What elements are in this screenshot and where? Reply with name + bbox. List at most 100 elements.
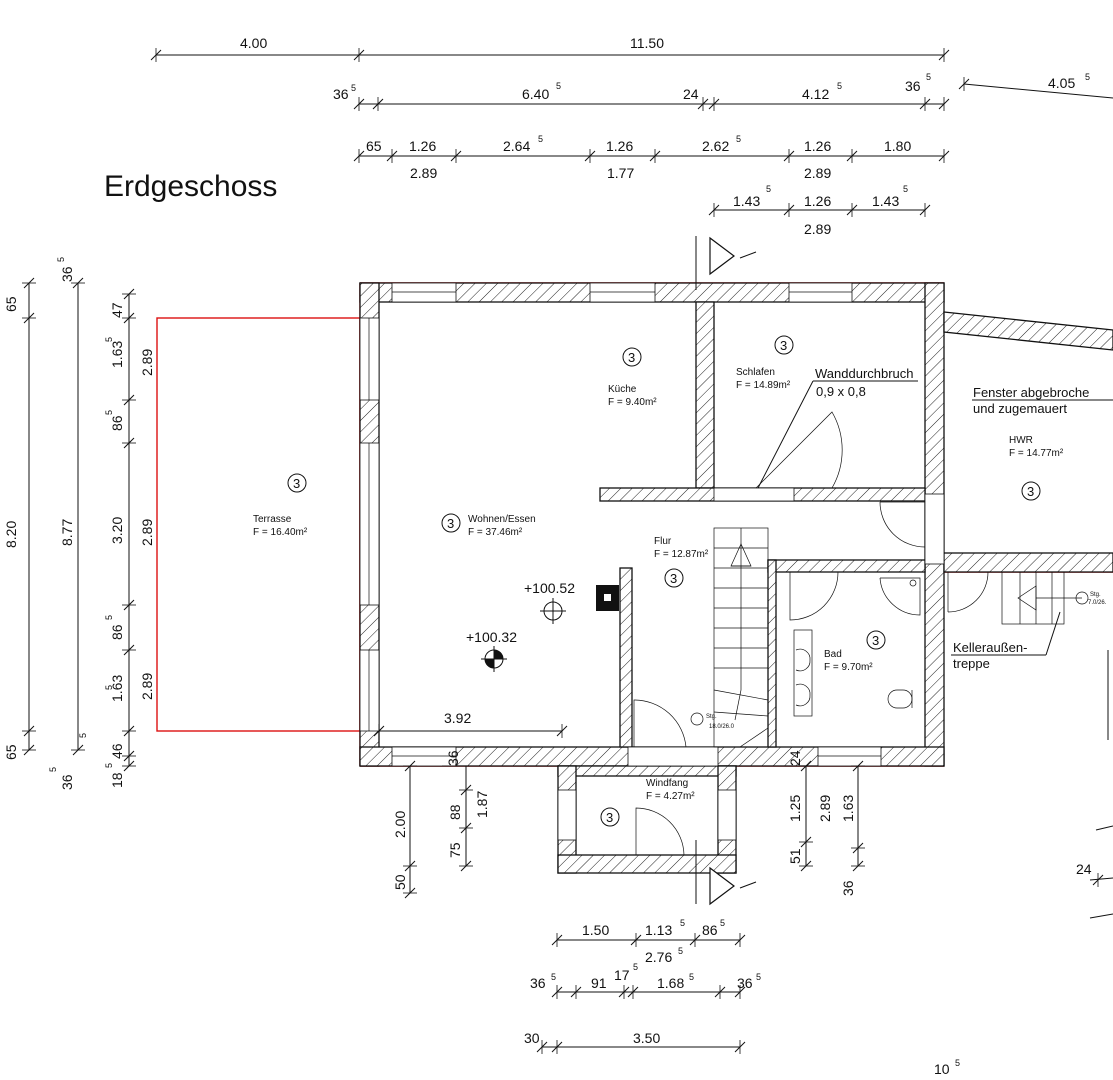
svg-text:Wanddurchbruch: Wanddurchbruch [815,366,914,381]
svg-text:2.89: 2.89 [139,673,155,700]
staircase [690,527,1089,748]
svg-text:5: 5 [678,946,683,956]
svg-text:18.0/26.0: 18.0/26.0 [709,724,735,730]
bath-fixtures [793,577,921,717]
room-schlafen: Schlafen F = 14.89m² [736,367,791,391]
svg-text:1.26: 1.26 [804,138,831,154]
dimension-columns-left: 65 8.20 65 36 8.77 36 47 1.63 86 3.20 86… [3,257,158,790]
svg-text:47: 47 [109,302,125,318]
svg-text:1.26: 1.26 [606,138,633,154]
svg-text:5: 5 [104,763,114,768]
svg-text:30: 30 [524,1030,540,1046]
svg-text:17: 17 [614,967,630,983]
svg-text:Stg.: Stg. [706,714,717,720]
svg-text:1.43: 1.43 [733,193,760,209]
svg-text:1.50: 1.50 [582,922,609,938]
svg-text:65: 65 [366,138,382,154]
svg-text:1.13: 1.13 [645,922,672,938]
svg-text:88: 88 [447,804,463,820]
svg-text:18: 18 [109,772,125,788]
level-marker-upper: +100.52 [524,580,575,624]
room-windfang: Windfang F = 4.27m² [646,778,695,802]
svg-text:1.80: 1.80 [884,138,911,154]
svg-text:F = 12.87m²: F = 12.87m² [654,549,709,560]
svg-text:Windfang: Windfang [646,778,688,789]
svg-text:5: 5 [736,134,741,144]
doors [633,411,989,856]
svg-text:6.40: 6.40 [522,86,549,102]
svg-text:Flur: Flur [654,536,672,547]
svg-text:5: 5 [78,733,88,738]
svg-text:1.63: 1.63 [109,675,125,702]
room-kueche: Küche F = 9.40m² [608,384,657,408]
svg-text:Terrasse: Terrasse [253,514,292,525]
svg-text:5: 5 [556,81,561,91]
svg-text:Kelleraußen-: Kelleraußen- [953,640,1027,655]
svg-text:5: 5 [351,83,356,93]
dimension-inner: 3.92 [373,710,568,739]
svg-text:+100.52: +100.52 [524,580,575,596]
svg-text:5: 5 [766,184,771,194]
page-title: Erdgeschoss [104,170,277,203]
svg-text:65: 65 [3,296,19,312]
svg-text:46: 46 [109,743,125,759]
svg-text:3.92: 3.92 [444,710,471,726]
dimension-rows-top: 4.00 11.50 4.05 36 6.40 24 4.12 36 65 1.… [150,35,1113,237]
svg-text:86: 86 [702,922,718,938]
room-bad: Bad F = 9.70m² [824,649,873,673]
svg-text:7.0/26.: 7.0/26. [1088,600,1107,606]
svg-text:5: 5 [56,257,66,262]
svg-text:treppe: treppe [953,656,990,671]
svg-text:5: 5 [926,72,931,82]
svg-text:Wohnen/Essen: Wohnen/Essen [468,514,536,525]
svg-text:2.00: 2.00 [392,811,408,838]
svg-text:24: 24 [683,86,699,102]
svg-text:36: 36 [840,880,856,896]
svg-text:10: 10 [934,1061,950,1077]
svg-text:2.89: 2.89 [817,795,833,822]
stair-labels: Stg. 18.0/26.0 Stg. 7.0/26. [706,592,1107,730]
svg-text:+100.32: +100.32 [466,629,517,645]
svg-text:3: 3 [628,350,635,365]
svg-text:1.25: 1.25 [787,795,803,822]
room-marker: 3 3 3 3 3 3 3 3 [287,335,1041,827]
svg-text:36: 36 [737,975,753,991]
svg-text:3: 3 [1027,484,1034,499]
svg-text:5: 5 [633,962,638,972]
svg-text:1.68: 1.68 [657,975,684,991]
svg-text:4.00: 4.00 [240,35,267,51]
svg-text:1.77: 1.77 [607,165,634,181]
dimension-right-edge: 24 [1076,650,1113,919]
level-marker-lower: +100.32 [466,629,517,672]
svg-text:2.62: 2.62 [702,138,729,154]
svg-text:5: 5 [104,410,114,415]
svg-text:0,9 x 0,8: 0,9 x 0,8 [816,384,866,399]
svg-text:F = 14.77m²: F = 14.77m² [1009,448,1064,459]
svg-text:4.05: 4.05 [1048,75,1075,91]
svg-text:F = 37.46m²: F = 37.46m² [468,527,523,538]
section-marker-top [695,236,757,290]
svg-text:3.20: 3.20 [109,517,125,544]
svg-text:2.89: 2.89 [410,165,437,181]
svg-text:F = 16.40m²: F = 16.40m² [253,527,308,538]
svg-text:5: 5 [680,918,685,928]
windows [359,282,945,841]
svg-text:36: 36 [333,86,349,102]
svg-text:F = 14.89m²: F = 14.89m² [736,380,791,391]
svg-text:2.89: 2.89 [139,349,155,376]
svg-text:5: 5 [48,767,58,772]
annotation-fenster: Fenster abgebroche und zugemauert [972,385,1113,416]
svg-text:36: 36 [445,750,461,766]
svg-text:5: 5 [903,184,908,194]
svg-text:5: 5 [720,918,725,928]
svg-text:86: 86 [109,415,125,431]
svg-text:3.50: 3.50 [633,1030,660,1046]
section-marker-bottom [695,840,757,906]
svg-text:und zugemauert: und zugemauert [973,401,1067,416]
svg-text:24: 24 [787,750,803,766]
room-flur: Flur F = 12.87m² [654,536,709,560]
svg-text:3: 3 [780,338,787,353]
svg-text:91: 91 [591,975,607,991]
svg-text:F = 9.40m²: F = 9.40m² [608,397,657,408]
svg-text:Küche: Küche [608,384,637,395]
